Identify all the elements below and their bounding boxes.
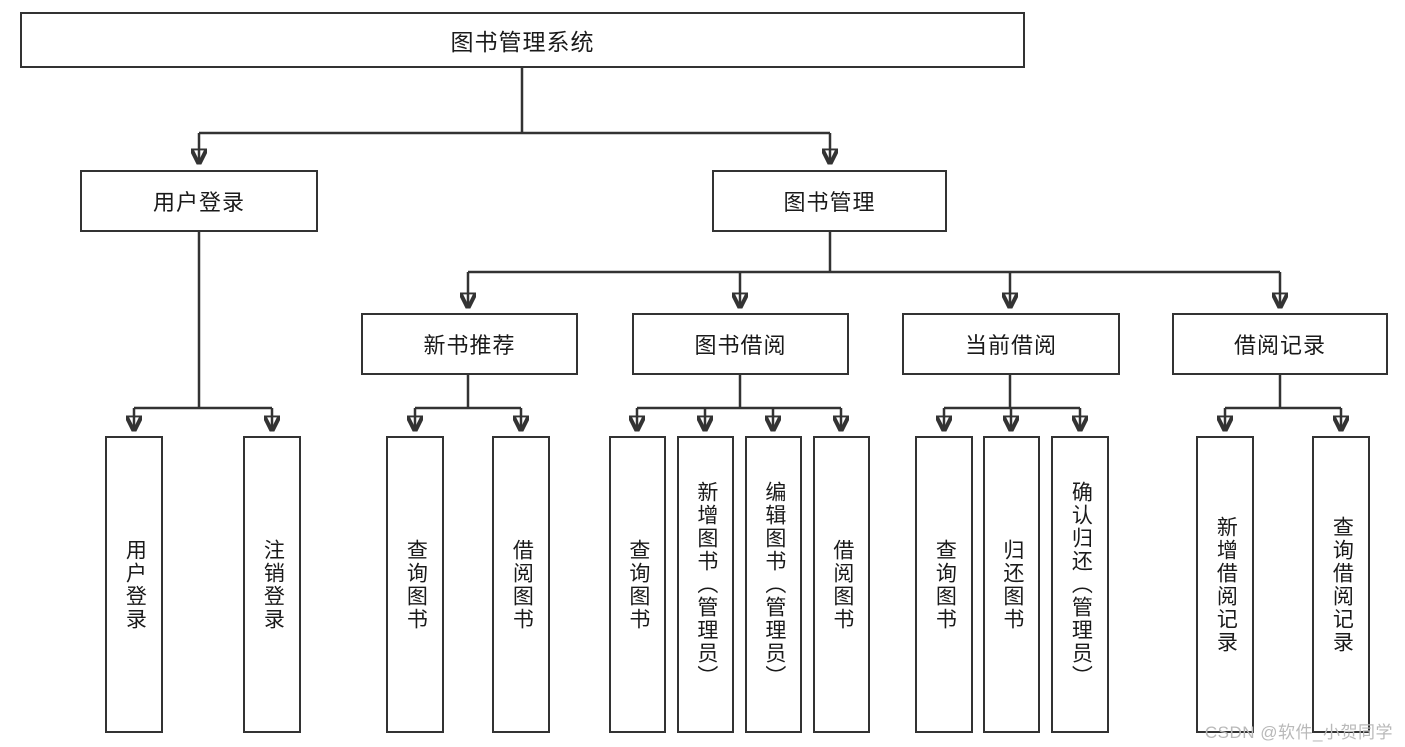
node-root-book-management-system[interactable]: 图书管理系统 <box>20 12 1025 68</box>
node-book-management[interactable]: 图书管理 <box>712 170 947 232</box>
csdn-watermark: CSDN @软件_小贺同学 <box>1204 723 1393 742</box>
leaf-current-borrow-return-book[interactable]: 归还图书 <box>983 436 1040 733</box>
leaf-user-login-logout[interactable]: 注销登录 <box>243 436 301 733</box>
node-new-book-recommendation[interactable]: 新书推荐 <box>361 313 578 375</box>
node-current-borrowing[interactable]: 当前借阅 <box>902 313 1120 375</box>
leaf-current-borrow-confirm-return-admin[interactable]: 确认归还（管理员） <box>1051 436 1109 733</box>
leaf-book-borrow-borrow-book[interactable]: 借阅图书 <box>813 436 870 733</box>
leaf-book-borrow-query-book[interactable]: 查询图书 <box>609 436 666 733</box>
leaf-new-book-query-book[interactable]: 查询图书 <box>386 436 444 733</box>
node-user-login[interactable]: 用户登录 <box>80 170 318 232</box>
node-book-borrowing[interactable]: 图书借阅 <box>632 313 849 375</box>
leaf-user-login-login[interactable]: 用户登录 <box>105 436 163 733</box>
node-borrowing-record[interactable]: 借阅记录 <box>1172 313 1388 375</box>
leaf-borrow-record-query-record[interactable]: 查询借阅记录 <box>1312 436 1370 733</box>
leaf-book-borrow-edit-book-admin[interactable]: 编辑图书（管理员） <box>745 436 802 733</box>
leaf-current-borrow-query-book[interactable]: 查询图书 <box>915 436 973 733</box>
leaf-new-book-borrow-book[interactable]: 借阅图书 <box>492 436 550 733</box>
leaf-book-borrow-add-book-admin[interactable]: 新增图书（管理员） <box>677 436 734 733</box>
leaf-borrow-record-add-record[interactable]: 新增借阅记录 <box>1196 436 1254 733</box>
